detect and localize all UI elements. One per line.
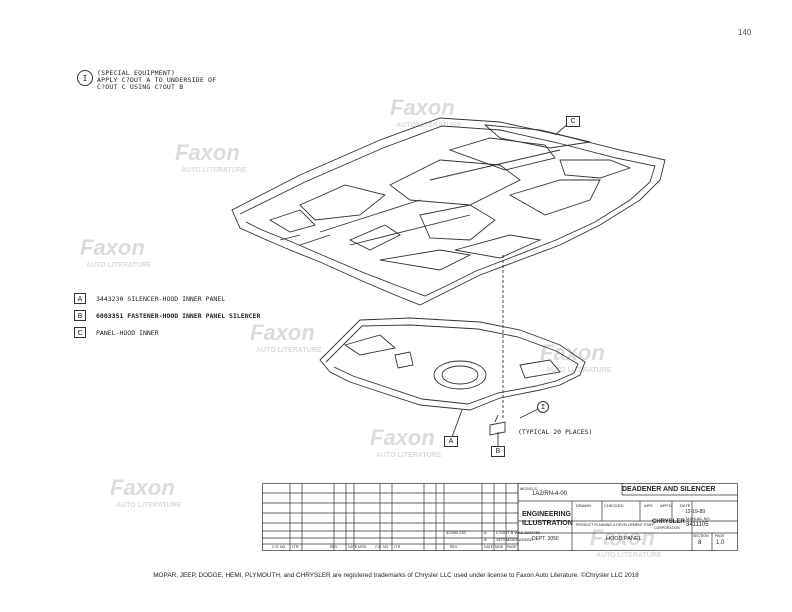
apr-label: APR.: [644, 503, 654, 508]
drawn-label: DRAWN: [576, 503, 591, 508]
legend-text: 6003351 FASTENER-HOOD INNER PANEL SILENC…: [96, 311, 261, 320]
legend-item-a: A 3443230 SILENCER-HOOD INNER PANEL: [74, 292, 225, 305]
watermark-8: Faxon AUTO LITERATURE: [590, 525, 662, 559]
col-cr-no: C.R. NO.: [272, 545, 287, 549]
illustration-heading: ILLUSTRATION: [522, 520, 573, 527]
section-value: 8: [698, 540, 702, 546]
change-2-desc: 1973 MODS ADDED: [496, 537, 533, 542]
watermark-sub: AUTO LITERATURE: [256, 347, 322, 354]
legend-text: PANEL-HOOD INNER: [96, 328, 159, 337]
col-ltr: LTR: [292, 545, 299, 549]
legend-text: 3443230 SILENCER-HOOD INNER PANEL: [96, 294, 226, 303]
company-sub: CORPORATION: [654, 526, 680, 530]
legend-item-b: B 6003351 FASTENER-HOOD INNER PANEL SILE…: [74, 309, 260, 322]
callout-i-label: I: [537, 401, 549, 413]
part-name: HOOD PANEL: [606, 536, 642, 542]
change-1-desc: C?OUT B WAS 6003750: [496, 530, 541, 535]
watermark-4: Faxon AUTO LITERATURE: [250, 320, 322, 354]
special-equipment-note: (SPECIAL EQUIPMENT) APPLY C?OUT A TO UND…: [97, 69, 217, 91]
title-block-title: DEADENER AND SILENCER: [622, 486, 716, 493]
change-1-number: 3C090-130: [446, 530, 466, 535]
legend-item-c: C PANEL-HOOD INNER: [74, 326, 159, 339]
manual-no-label: MANUAL NO.: [686, 516, 711, 521]
col-rev: REV.: [330, 545, 338, 549]
legend-key: C: [74, 327, 86, 338]
section-label: SECTION: [693, 534, 709, 538]
change-2-letter: A: [484, 537, 487, 542]
hood-inner-panel-outline: [231, 117, 666, 306]
date-value: 12-19-89: [685, 509, 706, 515]
legend-key: A: [74, 293, 86, 304]
watermark-brand: Faxon: [110, 475, 175, 500]
watermark-sub: AUTO LITERATURE: [376, 452, 442, 459]
page-label: PAGE: [715, 534, 725, 538]
col-rev-2: REV.: [450, 545, 458, 549]
watermark-sub: AUTO LITERATURE: [86, 262, 152, 269]
manual-no-value: 3411105: [686, 522, 709, 528]
watermark-sub: AUTO LITERATURE: [596, 552, 662, 559]
product-line: PRODUCT PLANNING & DEVELOPMENT STAFF: [576, 523, 655, 527]
watermark-1: Faxon AUTO LITERATURE: [390, 95, 462, 129]
checked-label: CHECKED: [604, 503, 624, 508]
callout-b-label: B: [491, 446, 505, 457]
watermark-brand: Faxon: [370, 425, 435, 450]
typical-places-note: (TYPICAL 20 PLACES): [518, 428, 593, 436]
watermark-brand: Faxon: [175, 140, 240, 165]
watermark-6: Faxon AUTO LITERATURE: [370, 425, 442, 459]
callout-a-label: A: [444, 436, 458, 447]
callout-c-label: C: [566, 116, 580, 127]
page-number: 140: [738, 28, 752, 37]
models-value: 1A2/RN-4-00: [532, 491, 568, 497]
engineering-heading: ENGINEERING: [522, 511, 572, 518]
watermark-brand: Faxon: [80, 235, 145, 260]
change-1-letter: A: [484, 530, 487, 535]
watermark-brand: Faxon: [590, 525, 655, 550]
watermark-sub: AUTO LITERATURE: [396, 122, 462, 129]
col-date: DATE: [348, 545, 358, 549]
company-name: CHRYSLER: [652, 519, 685, 525]
models-label: MODELS: [520, 486, 537, 491]
dept-label: DEPT. 3050: [532, 536, 559, 542]
legend-key: B: [74, 310, 86, 321]
col-page: PAGE: [507, 545, 517, 549]
silencer-pad-outline: [319, 317, 586, 411]
trademark-footer: MOPAR, JEEP, DODGE, HEMI, PLYMOUTH, and …: [153, 572, 639, 579]
col-mod: MOD: [358, 545, 367, 549]
title-block: [262, 483, 738, 551]
watermark-brand: Faxon: [390, 95, 455, 120]
watermark-sub: AUTO LITERATURE: [181, 167, 247, 174]
page-value: 1.0: [716, 540, 725, 546]
watermark-sub: AUTO LITERATURE: [116, 502, 182, 509]
watermark-3: Faxon AUTO LITERATURE: [80, 235, 152, 269]
col-date-2: DATE: [484, 545, 494, 549]
watermark-7: Faxon AUTO LITERATURE: [110, 475, 182, 509]
watermark-brand: Faxon: [250, 320, 315, 345]
col-mod-2: MOD: [495, 545, 504, 549]
watermark-sub: AUTO LITERATURE: [546, 367, 612, 374]
date-label: DATE: [680, 503, 691, 508]
appd-label: APP'D: [660, 503, 672, 508]
note-symbol: I: [77, 70, 93, 86]
watermark-2: Faxon AUTO LITERATURE: [175, 140, 247, 174]
col-ltr-2: LTR: [394, 545, 401, 549]
col-cr-no-2: C.R. NO.: [375, 545, 390, 549]
